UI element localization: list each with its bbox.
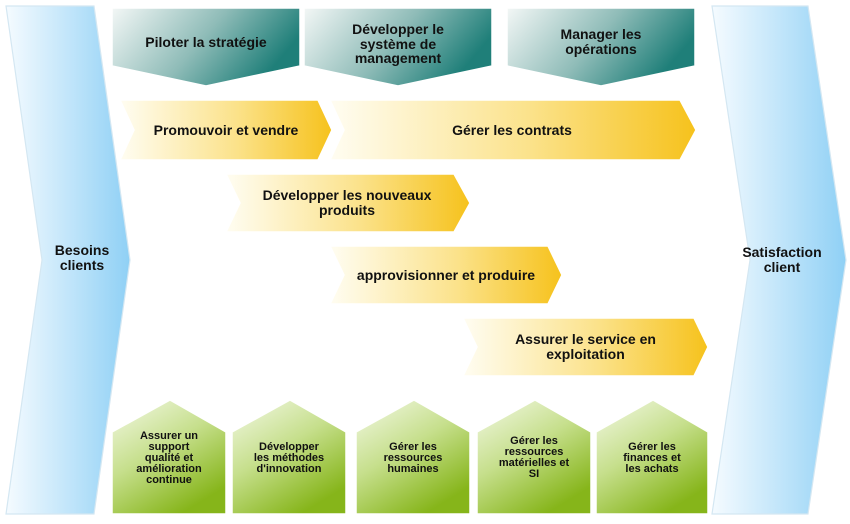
management-label-2: Développer le système de management (352, 20, 444, 67)
management-label-3: Manager les opérations (560, 26, 642, 57)
management-shape-2 (303, 7, 493, 87)
support-label-2: Développer les méthodes d'innovation (253, 440, 325, 475)
management-label-1: Piloter la stratégie (145, 33, 267, 50)
core-label-3: Développer les nouveaux produits (262, 187, 432, 218)
support-shape-2 (231, 399, 347, 515)
support-label-5: Gérer les finances et les achats (623, 440, 681, 475)
left-chevron-shape (5, 5, 131, 515)
core-shape-5 (461, 317, 709, 377)
core-label-4: approvisionner et produire (356, 266, 536, 283)
right-chevron-shape (711, 5, 847, 515)
support-shape-1 (111, 399, 227, 515)
management-shape-3 (506, 7, 696, 87)
right-chevron-label: Satisfaction client (742, 244, 822, 275)
support-label-4: Gérer les ressources matérielles et SI (498, 435, 570, 480)
support-shape-5 (595, 399, 709, 515)
core-shape-2 (328, 99, 697, 161)
core-label-1: Promouvoir et vendre (153, 121, 299, 138)
core-shape-3 (224, 173, 471, 233)
left-chevron-label: Besoins clients (54, 242, 110, 273)
management-shape-1 (111, 7, 301, 87)
core-shape-4 (328, 245, 563, 305)
support-label-3: Gérer les ressources humaines (383, 440, 443, 475)
support-shape-3 (355, 399, 471, 515)
support-label-1: Assurer un support qualité et améliorati… (136, 429, 202, 486)
core-label-5: Assurer le service en exploitation (515, 331, 656, 362)
core-shape-1 (118, 99, 333, 161)
core-label-2: Gérer les contrats (452, 121, 572, 138)
support-shape-4 (476, 399, 592, 515)
